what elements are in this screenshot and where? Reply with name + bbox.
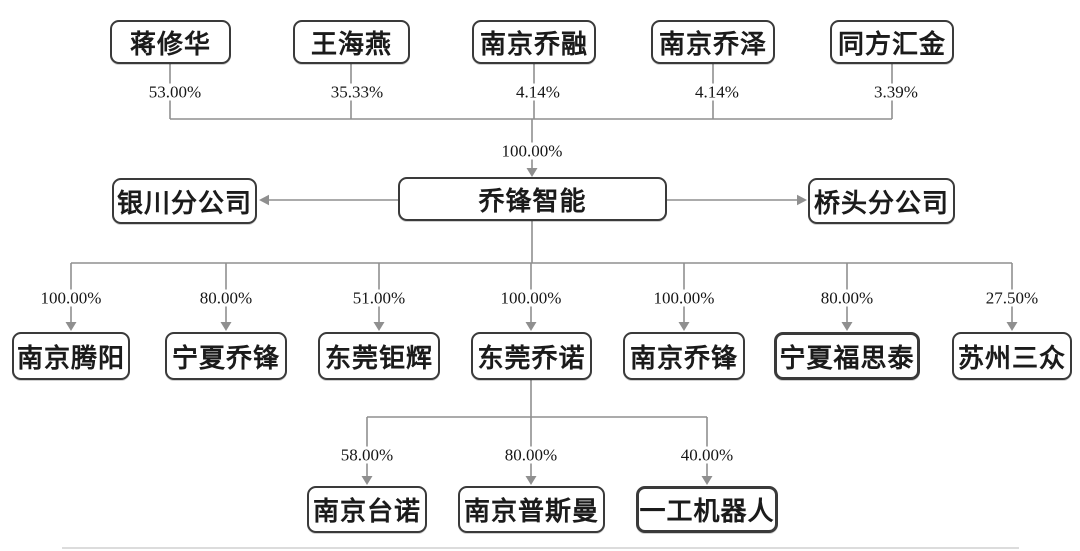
branch-box: 银川分公司 [112,178,257,224]
ownership-pct-label: 58.00% [337,446,397,464]
shareholder-box: 同方汇金 [830,20,954,64]
ownership-pct-label: 80.00% [817,289,877,307]
subsidiary-box: 宁夏乔锋 [165,332,287,380]
ownership-pct-label: 100.00% [650,289,718,307]
subsidiary-box: 东莞钜辉 [318,332,440,380]
company-box: 乔锋智能 [398,177,667,221]
subsidiary-box: 东莞乔诺 [471,332,592,380]
ownership-pct-label: 80.00% [501,446,561,464]
arrowhead-icons [65,168,1018,485]
ownership-pct-label: 51.00% [349,289,409,307]
sub-subsidiary-box: 一工机器人 [636,486,778,533]
ownership-pct-label: 35.33% [327,83,387,101]
shareholder-box: 南京乔泽 [651,20,775,64]
ownership-pct-label: 40.00% [677,446,737,464]
shareholder-box: 王海燕 [293,20,410,64]
subsidiary-box: 南京腾阳 [12,332,130,380]
shareholder-box: 蒋修华 [110,20,231,64]
ownership-pct-label: 100.00% [497,289,565,307]
ownership-pct-label: 100.00% [37,289,105,307]
ownership-pct-label: 100.00% [498,142,566,160]
ownership-pct-label: 3.39% [871,83,921,101]
sub-subsidiary-box: 南京台诺 [307,486,427,533]
subsidiary-box: 苏州三众 [952,332,1072,380]
ownership-pct-label: 4.14% [692,83,742,101]
subsidiary-box: 宁夏福思泰 [774,332,920,380]
ownership-pct-label: 53.00% [145,83,205,101]
shareholder-box: 南京乔融 [472,20,596,64]
sub-subsidiary-box: 南京普斯曼 [458,486,605,533]
subsidiary-box: 南京乔锋 [623,332,745,380]
branch-box: 桥头分公司 [808,178,955,224]
ownership-pct-label: 80.00% [196,289,256,307]
ownership-pct-label: 27.50% [982,289,1042,307]
figure-bottom-rule [62,547,1019,549]
ownership-pct-label: 4.14% [513,83,563,101]
